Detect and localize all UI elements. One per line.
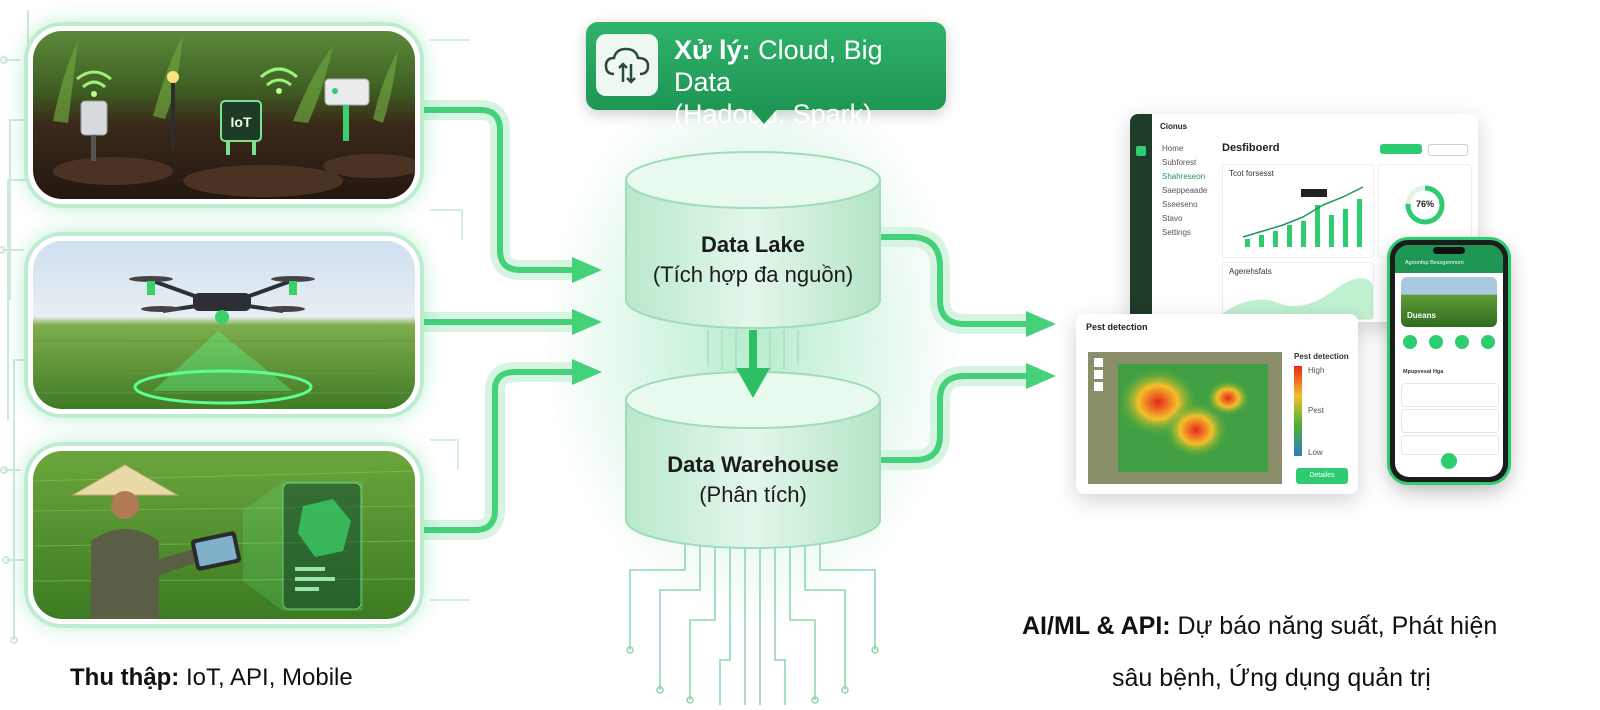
- iot-chip-icon: IoT: [220, 100, 262, 155]
- pest-legend-bar: [1294, 366, 1302, 456]
- circuit-traces-left: [0, 10, 29, 644]
- zoom-out-button[interactable]: [1094, 370, 1103, 379]
- dashboard-title: Desfiboerd: [1222, 142, 1280, 154]
- rail-active-icon[interactable]: [1136, 146, 1146, 156]
- phone-hero-label: Dueans: [1407, 311, 1436, 320]
- dashboard-app-name: Cionus: [1160, 122, 1188, 131]
- pest-details-button[interactable]: Detailes: [1296, 468, 1348, 484]
- iot-badge-text: IoT: [231, 114, 252, 130]
- output-arrows: [870, 227, 1040, 470]
- processing-text: Xử lý: Cloud, Big Data (Hadoop, Spark): [674, 34, 946, 130]
- phone-list-item-3[interactable]: [1401, 435, 1499, 455]
- data-lake-title: Data Lake: [701, 232, 805, 257]
- area-chart-card: Agerehsfats: [1222, 262, 1374, 320]
- cloud-sync-icon: [596, 34, 658, 96]
- dashboard-nav: Home Subforest Shahreseon Saeppeaade Sse…: [1158, 140, 1214, 310]
- processing-callout: Xử lý: Cloud, Big Data (Hadoop, Spark): [586, 22, 946, 129]
- nav-item-3[interactable]: Saeppeaade: [1162, 186, 1208, 195]
- quick-action-1-icon[interactable]: [1403, 335, 1417, 349]
- phone-list-item-2[interactable]: [1401, 409, 1499, 433]
- quick-action-4-icon[interactable]: [1481, 335, 1495, 349]
- quick-action-2-icon[interactable]: [1429, 335, 1443, 349]
- pest-legend-title: Pest detection: [1294, 352, 1349, 361]
- input-arrows: [408, 100, 585, 540]
- drone-icon: [129, 276, 315, 324]
- zoom-in-button[interactable]: [1094, 358, 1103, 367]
- data-lake-subtitle: (Tích hợp đa nguồn): [652, 262, 854, 287]
- input-arrowheads: [572, 257, 602, 385]
- nav-item-6[interactable]: Settings: [1162, 228, 1191, 237]
- phone-hero-image: [1401, 277, 1497, 327]
- data-lake-cylinder: [625, 151, 881, 329]
- data-lake-label: Data Lake (Tích hợp đa nguồn): [626, 232, 880, 288]
- dashboard-rail: [1130, 114, 1152, 322]
- between-traces: [707, 330, 799, 372]
- hologram-map: [243, 481, 363, 611]
- processing-callout-tail: [750, 108, 778, 124]
- collection-caption-bold: Thu thập:: [70, 664, 180, 691]
- nav-item-0[interactable]: Home: [1162, 144, 1184, 153]
- processing-bold: Xử lý:: [674, 35, 751, 65]
- collection-caption: Thu thập: IoT, API, Mobile: [70, 664, 353, 692]
- phone-notch: [1433, 247, 1465, 254]
- aiml-caption-line2: sâu bệnh, Ứng dụng quản trị: [1112, 664, 1431, 692]
- nav-item-1[interactable]: Subforest: [1162, 158, 1197, 167]
- aiml-caption-line1-rest: Dự báo năng suất, Phát hiện: [1170, 612, 1498, 640]
- area-chart-title: Agerehsfats: [1229, 267, 1272, 276]
- data-warehouse-label: Data Warehouse (Phân tích): [626, 452, 880, 508]
- pest-detection-card: Pest detection Pest detection High Pest …: [1076, 314, 1358, 494]
- dashboard-filter-button[interactable]: [1380, 144, 1422, 154]
- aiml-caption-bold: AI/ML & API:: [1022, 612, 1171, 640]
- farmer-tablet-photo: [28, 446, 420, 624]
- data-warehouse-subtitle: (Phân tích): [699, 482, 807, 507]
- phone-app-title: Agrionfop Bessgemnom: [1405, 260, 1464, 266]
- warehouse-root-traces: [626, 535, 879, 705]
- sensor-right-icon: [324, 78, 370, 141]
- data-warehouse-title: Data Warehouse: [667, 452, 839, 477]
- tablet-icon: [190, 531, 242, 571]
- pest-card-title: Pest detection: [1086, 322, 1148, 332]
- forecast-chart-card: Tcot forsesst: [1222, 164, 1374, 258]
- layers-button[interactable]: [1094, 382, 1103, 391]
- lake-to-warehouse-arrow: [736, 330, 770, 398]
- dashboard-period-button[interactable]: [1428, 144, 1468, 156]
- phone-fab-button[interactable]: [1441, 453, 1457, 469]
- processing-line2: (Hadoop, Spark): [674, 99, 873, 129]
- pest-heatmap: [1088, 352, 1282, 484]
- forecast-chart-title: Tcot forsesst: [1229, 169, 1274, 178]
- circuit-traces-center: [430, 39, 470, 601]
- aiml-caption-line1: AI/ML & API: Dự báo năng suất, Phát hiện: [1022, 612, 1497, 641]
- progress-gauge: [1405, 185, 1445, 225]
- sensor-left-icon: [76, 70, 112, 161]
- phone-section-label: Mpupvesal Hga: [1403, 369, 1444, 375]
- quick-action-3-icon[interactable]: [1455, 335, 1469, 349]
- nav-item-5[interactable]: Stavo: [1162, 214, 1183, 223]
- pest-legend-mid: Pest: [1308, 406, 1325, 415]
- phone-list-item-1[interactable]: [1401, 383, 1499, 407]
- processing-line1: Cloud, Big Data: [674, 35, 883, 97]
- phone-screen: Agrionfop Bessgemnom Dueans Mpupvesal Hg…: [1395, 245, 1503, 477]
- scan-beam: [153, 331, 293, 391]
- nav-item-2[interactable]: Shahreseon: [1162, 172, 1206, 181]
- nav-item-4[interactable]: Sseeseno: [1162, 200, 1198, 209]
- pest-legend-low: Low: [1308, 448, 1323, 457]
- collection-caption-rest: IoT, API, Mobile: [179, 664, 353, 691]
- wifi-signal-icon: [260, 67, 298, 94]
- drone-field-photo: [28, 236, 420, 414]
- pest-legend-high: High: [1308, 366, 1325, 375]
- phone-quick-actions: [1403, 335, 1495, 353]
- iot-sensors-photo: IoT: [28, 26, 420, 204]
- mobile-app-phone: Agrionfop Bessgemnom Dueans Mpupvesal Hg…: [1390, 240, 1508, 482]
- data-warehouse-cylinder: [625, 371, 881, 549]
- gauge-value: 76%: [1415, 199, 1434, 209]
- output-arrowheads: [1026, 311, 1056, 389]
